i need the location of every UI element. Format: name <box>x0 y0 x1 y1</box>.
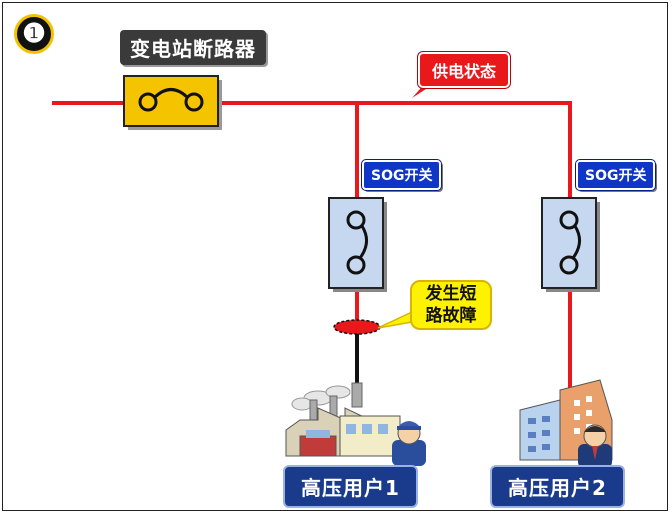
worker-icon-1 <box>392 421 426 466</box>
high-voltage-user-2-label: 高压用户2 <box>490 465 625 508</box>
fault-label-line1: 发生短 <box>425 284 477 304</box>
worker-icon-2 <box>578 424 612 468</box>
fault-burst-icon <box>333 319 381 335</box>
fault-callout-pointer <box>377 310 413 329</box>
sog-switch-1 <box>328 197 387 292</box>
step-number-badge: ❶ <box>14 14 54 54</box>
sog-switch-1-label: SOG开关 <box>362 160 442 190</box>
high-voltage-user-1-label: 高压用户1 <box>283 465 418 508</box>
supply-status-callout: 供电状态 <box>418 52 511 88</box>
sog-switch-2 <box>541 197 600 292</box>
short-circuit-fault-callout: 发生短 路故障 <box>410 280 492 330</box>
fault-label-line2: 路故障 <box>425 306 477 326</box>
factory-icon <box>285 382 401 457</box>
substation-breaker-label: 变电站断路器 <box>120 30 266 65</box>
sog-switch-2-label: SOG开关 <box>576 160 656 190</box>
substation-breaker <box>123 75 222 130</box>
